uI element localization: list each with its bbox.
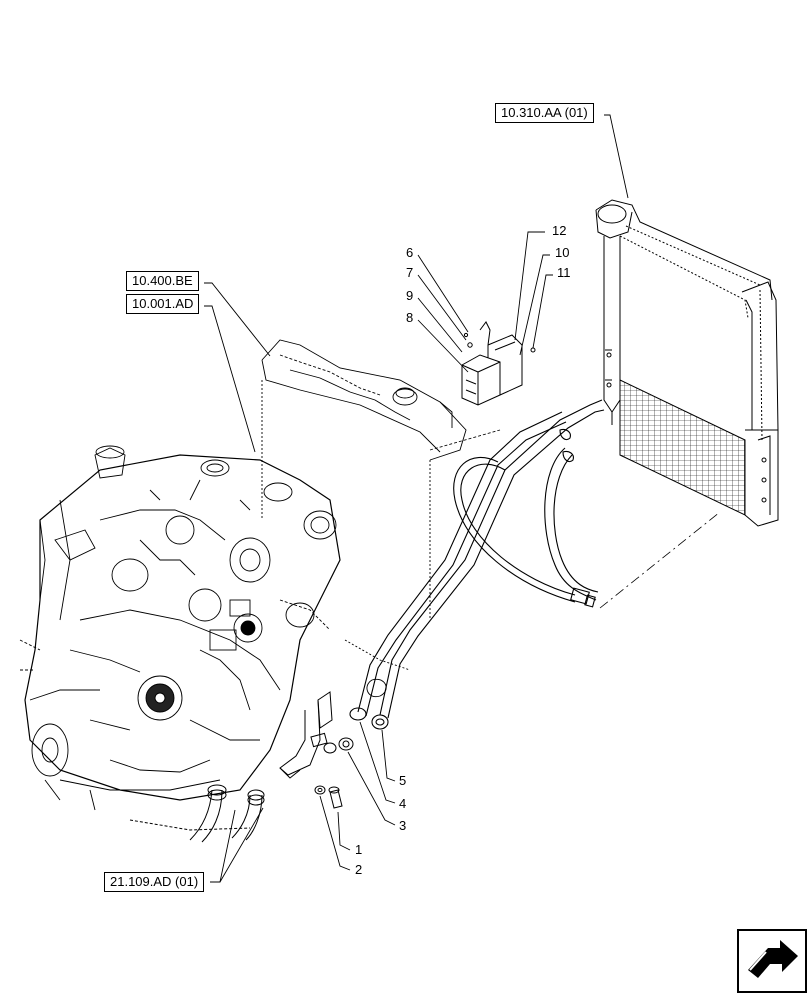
electronic-module [461,321,536,406]
radiator-assembly [595,199,779,527]
callout-10: 10 [555,245,570,260]
callout-4: 4 [399,796,407,811]
callout-3: 3 [399,818,407,833]
next-page-arrow-icon[interactable] [737,929,807,993]
callout-5: 5 [399,773,407,788]
engine-top-cover [261,339,467,698]
callout-1: 1 [355,842,363,857]
callout-11: 11 [557,265,571,280]
callout-2: 2 [355,862,363,877]
ref-hoses[interactable]: 21.109.AD (01) [104,872,205,892]
callout-8: 8 [406,310,414,325]
lower-hoses [129,784,265,843]
callout-7: 7 [406,265,414,280]
ref-engine-top[interactable]: 10.400.BE [126,271,199,291]
ref-engine[interactable]: 10.001.AD [126,294,200,314]
callout-6: 6 [406,245,414,260]
ref-radiator[interactable]: 10.310.AA (01) [495,103,594,123]
mounting-bracket [279,691,354,809]
callout-9: 9 [406,288,414,303]
leader-lines [204,114,629,883]
callout-12: 12 [552,223,567,238]
engine-block [19,445,341,811]
cooler-pipes [349,399,721,730]
